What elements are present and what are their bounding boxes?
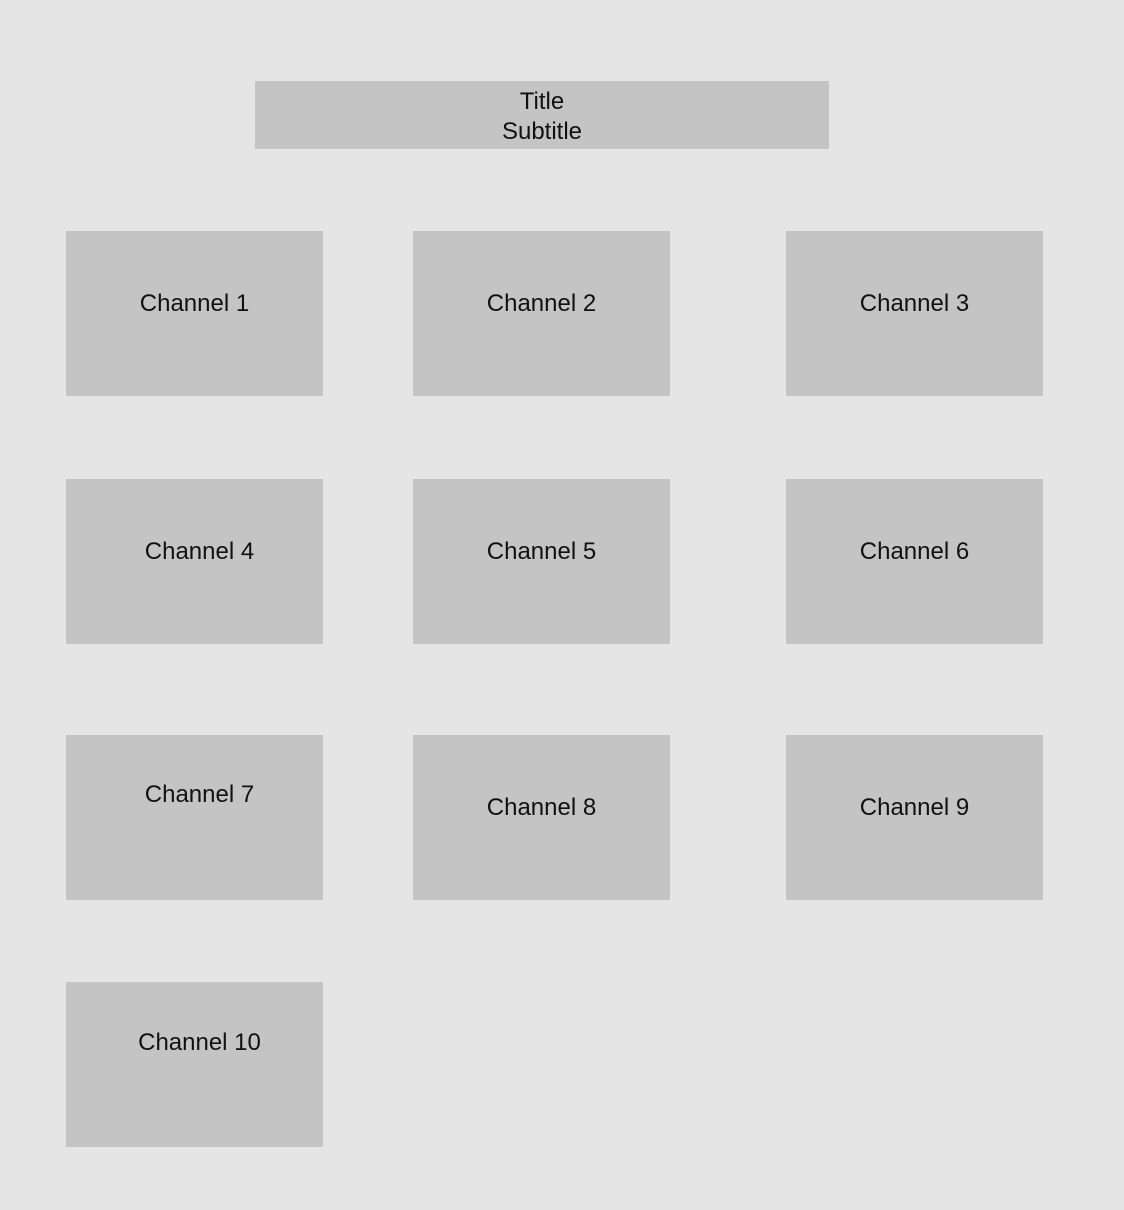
- channel-tile-10[interactable]: Channel 10: [66, 982, 323, 1147]
- channel-label: Channel 1: [139, 290, 250, 317]
- page-subtitle: Subtitle: [501, 118, 583, 145]
- channel-tile-7[interactable]: Channel 7: [66, 735, 323, 900]
- channel-label: Channel 9: [859, 794, 970, 821]
- channel-label: Channel 5: [486, 538, 597, 565]
- channel-tile-2[interactable]: Channel 2: [413, 231, 670, 396]
- channel-tile-8[interactable]: Channel 8: [413, 735, 670, 900]
- channel-label: Channel 2: [486, 290, 597, 317]
- channel-label: Channel 10: [138, 1029, 261, 1056]
- channel-tile-6[interactable]: Channel 6: [786, 479, 1043, 644]
- channel-tile-3[interactable]: Channel 3: [786, 231, 1043, 396]
- channel-label: Channel 6: [859, 538, 970, 565]
- page-title: Title: [519, 88, 565, 115]
- channel-tile-1[interactable]: Channel 1: [66, 231, 323, 396]
- channel-label: Channel 8: [486, 794, 597, 821]
- channel-label: Channel 4: [144, 538, 255, 565]
- channel-tile-4[interactable]: Channel 4: [66, 479, 323, 644]
- channel-label: Channel 3: [859, 290, 970, 317]
- channel-label: Channel 7: [144, 781, 255, 808]
- channel-tile-9[interactable]: Channel 9: [786, 735, 1043, 900]
- channel-tile-5[interactable]: Channel 5: [413, 479, 670, 644]
- page-header: Title Subtitle: [255, 81, 829, 149]
